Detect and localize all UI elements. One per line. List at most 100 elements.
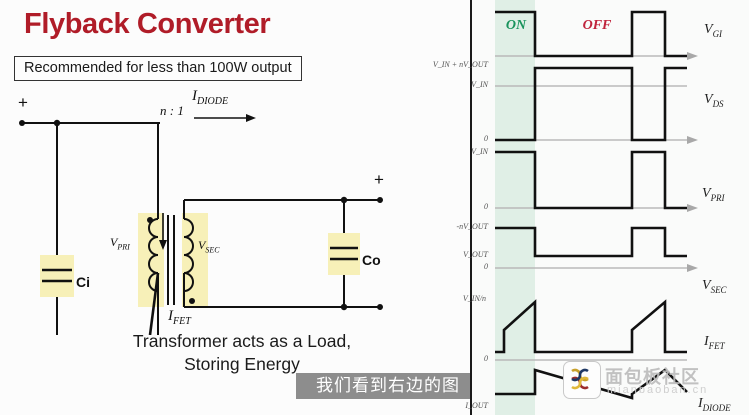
i-fet-arrow	[159, 213, 167, 250]
output-wires	[240, 199, 380, 308]
trace-label-idiode: IDIODE	[698, 396, 731, 413]
ylabel-vin-1-text: V_IN	[471, 80, 488, 89]
trace-label-vpri-symbol: V	[702, 186, 711, 201]
trace-vsec	[495, 226, 687, 258]
watermark: 面包板社区 mianbaoban.cn	[563, 357, 749, 403]
ylabel-zero-4: 0	[458, 354, 488, 363]
input-node-top	[53, 119, 61, 127]
axis-arrowheads	[687, 52, 698, 272]
input-terminal-positive-dot	[19, 120, 25, 126]
ylabel-zero-2: 0	[458, 202, 488, 211]
trace-label-vsec: VSEC	[702, 278, 727, 295]
ylabel-vout-text: V_OUT	[463, 250, 488, 259]
ylabel-neg-nvout: -nV_OUT	[446, 222, 488, 231]
ylabel-vin-plus-nvout-text: V_IN + nV_OUT	[432, 60, 488, 69]
trace-label-vds-subscript: DS	[712, 98, 724, 109]
trace-ifet	[495, 299, 687, 354]
primary-coil	[148, 218, 159, 292]
trace-label-vsec-symbol: V	[702, 278, 711, 293]
i-diode-label: IDIODE	[192, 88, 228, 107]
v-sec-label: VSEC	[198, 238, 220, 254]
watermark-text: 面包板社区	[605, 367, 700, 387]
tagline-line-1: Transformer acts as a Load,	[132, 331, 352, 351]
trace-label-ifet-symbol: I	[704, 334, 709, 349]
ylabel-vin-1: V_IN	[458, 80, 488, 89]
ylabel-iout: I_OUT	[454, 401, 488, 410]
trace-vgi	[495, 10, 687, 58]
trace-vds	[495, 66, 687, 142]
v-sec-subscript: SEC	[205, 245, 220, 255]
ylabel-zero-1-text: 0	[484, 134, 488, 143]
i-fet-label: IFET	[168, 308, 191, 327]
output-node-bottom	[340, 303, 348, 311]
trace-label-idiode-symbol: I	[698, 396, 703, 411]
trace-label-idiode-subscript: DIODE	[702, 402, 731, 413]
i-fet-subscript: FET	[173, 316, 191, 327]
trace-vpri	[495, 150, 687, 210]
waveform-panel: ON OFF	[433, 0, 749, 415]
v-pri-label: VPRI	[110, 235, 130, 251]
secondary-polarity-dot	[189, 298, 195, 304]
transformer-core	[167, 215, 175, 305]
ylabel-zero-2-text: 0	[484, 202, 488, 211]
ci-capacitor-symbol	[42, 268, 72, 283]
output-plus-label: +	[374, 170, 384, 189]
trace-label-vpri-subscript: PRI	[710, 192, 725, 203]
state-label-off: OFF	[582, 18, 612, 33]
trace-label-ifet: IFET	[704, 334, 725, 351]
state-label-on: ON	[505, 18, 527, 33]
v-sec-symbol: V	[198, 238, 206, 252]
turns-ratio-label: n : 1	[160, 103, 184, 118]
ylabel-vin-2: V_IN	[458, 147, 488, 156]
ylabel-zero-3: 0	[458, 262, 488, 271]
ylabel-vout: V_OUT	[448, 250, 488, 259]
co-capacitor-symbol	[330, 246, 358, 261]
transformer-leads	[157, 123, 330, 335]
left-panel: Flyback Converter Recommended for less t…	[14, 8, 480, 399]
secondary-coil	[183, 218, 194, 292]
ylabel-iout-text: I_OUT	[465, 401, 488, 410]
i-fet-symbol: I	[168, 308, 173, 324]
i-diode-symbol: I	[192, 88, 197, 104]
trace-label-ifet-subscript: FET	[708, 340, 725, 351]
trace-label-vgi-symbol: V	[704, 22, 713, 37]
trace-label-vds-symbol: V	[704, 92, 713, 107]
recommendation-note: Recommended for less than 100W output	[14, 56, 302, 81]
ylabel-zero-4-text: 0	[484, 354, 488, 363]
fet-switch-leg	[148, 272, 160, 335]
v-pri-symbol: V	[110, 235, 118, 249]
i-diode-arrow	[194, 114, 256, 122]
primary-polarity-dot	[147, 217, 153, 223]
page-title: Flyback Converter	[24, 8, 271, 40]
ci-label: Ci	[76, 274, 90, 290]
trace-label-vpri: VPRI	[702, 186, 725, 203]
i-diode-subscript: DIODE	[197, 96, 229, 107]
ylabel-vin-2-text: V_IN	[471, 147, 488, 156]
watermark-logo-icon	[563, 361, 601, 399]
ylabel-zero-1: 0	[458, 134, 488, 143]
ci-highlight	[40, 255, 74, 297]
watermark-subtext: mianbaoban.cn	[607, 384, 709, 396]
output-node-top	[340, 196, 348, 204]
trace-idiode	[495, 368, 688, 400]
knot-logo-icon	[571, 368, 589, 390]
trace-label-vds: VDS	[704, 92, 724, 109]
v-pri-subscript: PRI	[117, 242, 130, 252]
ylabel-neg-nvout-text: -nV_OUT	[456, 222, 488, 231]
input-plus-label: +	[18, 93, 28, 112]
flyback-circuit-diagram	[19, 114, 383, 335]
caption-bar: 我们看到右边的图	[296, 373, 480, 399]
waveform-traces	[495, 10, 698, 400]
secondary-winding-highlight	[182, 213, 208, 307]
output-terminal-negative-dot	[377, 304, 383, 310]
trace-label-vgi: VGI	[704, 22, 722, 39]
trace-label-vgi-subscript: GI	[712, 28, 723, 39]
co-highlight	[328, 233, 360, 275]
ylabel-vin-plus-nvout: V_IN + nV_OUT	[430, 60, 488, 69]
ylabel-zero-3-text: 0	[484, 262, 488, 271]
output-terminal-positive-dot	[377, 197, 383, 203]
ylabel-vin-over-n: V_IN/n	[456, 294, 486, 303]
input-wires	[22, 122, 160, 335]
co-label: Co	[362, 252, 381, 268]
